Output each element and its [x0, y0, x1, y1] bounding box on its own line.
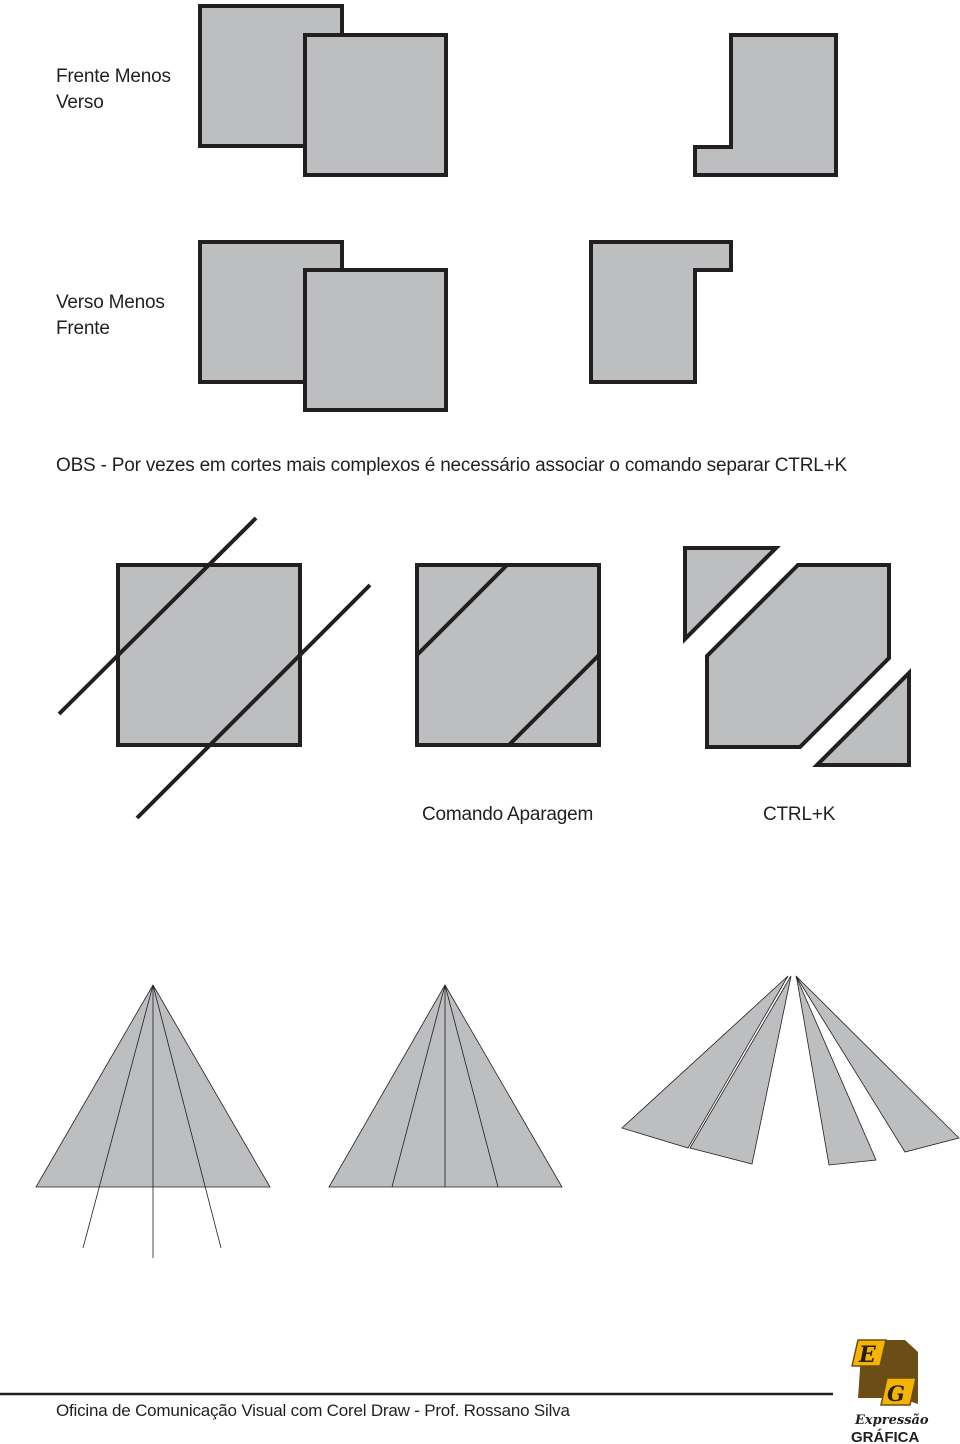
logo-letter-e: E — [858, 1342, 877, 1368]
piece-bottom-triangle — [812, 668, 911, 767]
division-line-right — [444, 984, 499, 1188]
cut-line-bottom — [135, 583, 372, 820]
divider-line-left — [82, 984, 154, 1249]
trimmed-square-example — [415, 563, 601, 747]
division-line-left — [391, 984, 446, 1188]
frente-menos-verso-example — [198, 4, 838, 177]
triangle-with-lines — [35, 984, 271, 1258]
piece-top-triangle — [683, 546, 781, 644]
result-shape-notched — [589, 240, 733, 384]
front-square — [303, 33, 448, 177]
label-frente-menos-verso: Frente Menos Verso — [56, 66, 171, 113]
logo-cube-face-g — [880, 1377, 917, 1406]
logo-line-expressao: Expressão — [854, 1413, 929, 1428]
front-square — [303, 268, 448, 412]
obs-note: OBS - Por vezes em cortes mais complexos… — [56, 455, 847, 476]
verso-menos-frente-example — [198, 240, 733, 412]
cut-lines-example — [57, 516, 372, 820]
logo-line-grafica: GRÁFICA — [851, 1429, 919, 1444]
footer-credit: Oficina de Comunicação Visual com Corel … — [56, 1401, 570, 1420]
cut-line-top — [57, 516, 258, 716]
label-comando-aparagem: Comando Aparagem — [422, 804, 594, 825]
triangle-divided — [328, 984, 563, 1188]
fan-piece-1 — [621, 975, 789, 1149]
separated-pieces-example — [683, 546, 911, 767]
expressao-grafica-logo: E G Expressão GRÁFICA — [851, 1339, 929, 1444]
logo-letter-g: G — [887, 1381, 905, 1406]
triangle-fan-pieces — [621, 975, 960, 1166]
square-before-cut — [116, 563, 302, 747]
fan-piece-4 — [795, 975, 960, 1153]
piece-middle — [705, 563, 891, 749]
label-ctrl-k: CTRL+K — [763, 804, 836, 825]
fan-piece-3 — [795, 975, 877, 1166]
trimmed-square — [415, 563, 601, 747]
fan-piece-2 — [689, 975, 792, 1165]
result-shape-l — [693, 33, 838, 177]
logo-cube-face-e — [851, 1339, 887, 1367]
divider-line-right — [152, 984, 222, 1249]
trim-line-bottom — [507, 653, 601, 747]
label-verso-menos-frente: Verso Menos Frente — [56, 292, 165, 339]
divided-triangle-shape — [328, 984, 563, 1188]
trim-line-top — [415, 563, 509, 657]
